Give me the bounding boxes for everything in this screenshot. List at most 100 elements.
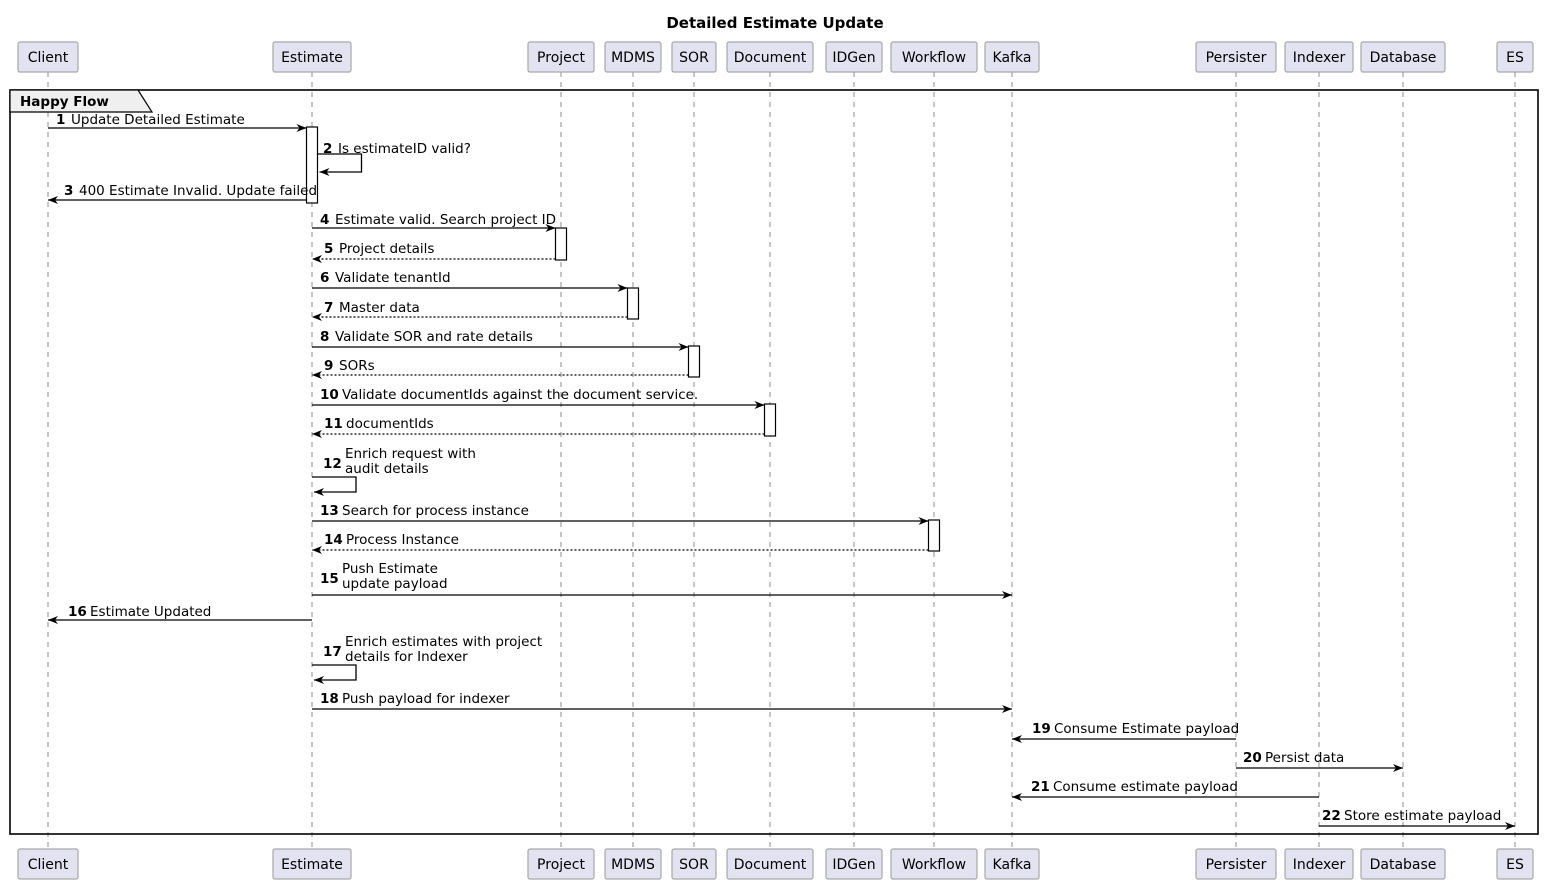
message-text: Process Instance <box>346 532 459 548</box>
message-number: 19 <box>1032 721 1051 737</box>
participant-footer-estimate[interactable]: Estimate <box>272 848 352 880</box>
participant-box[interactable] <box>1360 848 1446 880</box>
participant-box[interactable] <box>825 41 883 73</box>
participant-header-persister[interactable]: Persister <box>1195 41 1277 73</box>
message-arrow-17 <box>312 664 357 684</box>
participant-header-workflow[interactable]: Workflow <box>890 41 978 73</box>
participant-label: MDMS <box>611 857 655 873</box>
participant-footer-database[interactable]: Database <box>1360 848 1446 880</box>
message-number: 16 <box>68 604 87 620</box>
message-text: details for Indexer <box>345 649 468 665</box>
participant-box[interactable] <box>726 41 814 73</box>
participant-box[interactable] <box>1496 848 1534 880</box>
message-arrow-12 <box>312 476 357 496</box>
group-frame-layer: Happy Flow <box>9 89 1539 835</box>
participant-box[interactable] <box>604 848 662 880</box>
message-number: 4 <box>320 212 329 228</box>
message-text: Push payload for indexer <box>342 691 510 707</box>
participant-box[interactable] <box>527 848 595 880</box>
message-number: 1 <box>56 112 65 128</box>
participant-label: Database <box>1370 50 1437 66</box>
participant-label: SOR <box>679 50 709 66</box>
message-number: 21 <box>1031 779 1050 795</box>
message-number: 9 <box>324 358 333 374</box>
message-number: 18 <box>320 691 339 707</box>
participant-label: MDMS <box>611 50 655 66</box>
participant-header-es[interactable]: ES <box>1496 41 1534 73</box>
participant-box[interactable] <box>1195 848 1277 880</box>
participant-header-project[interactable]: Project <box>527 41 595 73</box>
participant-footer-document[interactable]: Document <box>726 848 814 880</box>
participant-footer-kafka[interactable]: Kafka <box>984 848 1040 880</box>
participant-header-indexer[interactable]: Indexer <box>1284 41 1354 73</box>
participant-box[interactable] <box>671 848 717 880</box>
participant-label: IDGen <box>832 857 875 873</box>
participant-footer-mdms[interactable]: MDMS <box>604 848 662 880</box>
participant-box[interactable] <box>825 848 883 880</box>
message-text: Master data <box>339 300 420 316</box>
participant-footers-layer: Client Estimate Project MDMS SOR Document IDGe… <box>17 848 1534 880</box>
participant-header-kafka[interactable]: Kafka <box>984 41 1040 73</box>
participant-box[interactable] <box>272 41 352 73</box>
participant-header-database[interactable]: Database <box>1360 41 1446 73</box>
participant-box[interactable] <box>671 41 717 73</box>
message-text: Store estimate payload <box>1344 808 1501 824</box>
participant-footer-indexer[interactable]: Indexer <box>1284 848 1354 880</box>
participant-label: Project <box>537 50 585 66</box>
participant-header-sor[interactable]: SOR <box>671 41 717 73</box>
participant-box[interactable] <box>984 848 1040 880</box>
participant-header-client[interactable]: Client <box>17 41 79 73</box>
message-text: Estimate valid. Search project ID <box>335 212 556 228</box>
participant-box[interactable] <box>527 41 595 73</box>
participant-box[interactable] <box>1496 41 1534 73</box>
activation-bar-mdms <box>626 287 640 320</box>
participant-footer-sor[interactable]: SOR <box>671 848 717 880</box>
participant-header-document[interactable]: Document <box>726 41 814 73</box>
participant-footer-workflow[interactable]: Workflow <box>890 848 978 880</box>
participant-label: Estimate <box>281 50 343 66</box>
participant-box[interactable] <box>890 41 978 73</box>
participant-footer-persister[interactable]: Persister <box>1195 848 1277 880</box>
participant-box[interactable] <box>1195 41 1277 73</box>
message-number: 12 <box>323 456 342 472</box>
participant-label: Persister <box>1206 50 1267 66</box>
participant-box[interactable] <box>17 848 79 880</box>
message-number: 14 <box>324 532 343 548</box>
message-text: Is estimateID valid? <box>338 141 471 157</box>
participant-box[interactable] <box>726 848 814 880</box>
participant-footer-idgen[interactable]: IDGen <box>825 848 883 880</box>
participant-box[interactable] <box>17 41 79 73</box>
participant-header-estimate[interactable]: Estimate <box>272 41 352 73</box>
message-arrow-2 <box>317 153 363 176</box>
participant-header-mdms[interactable]: MDMS <box>604 41 662 73</box>
participant-label: IDGen <box>832 50 875 66</box>
participant-box[interactable] <box>890 848 978 880</box>
participant-box[interactable] <box>984 41 1040 73</box>
participant-footer-project[interactable]: Project <box>527 848 595 880</box>
participant-label: Kafka <box>993 857 1032 873</box>
participant-label: Client <box>28 50 69 66</box>
participant-header-idgen[interactable]: IDGen <box>825 41 883 73</box>
participant-footer-client[interactable]: Client <box>17 848 79 880</box>
participant-box[interactable] <box>1284 41 1354 73</box>
participant-box[interactable] <box>1360 41 1446 73</box>
activation-bar-estimate <box>305 126 319 204</box>
participant-label: Workflow <box>902 857 966 873</box>
message-number: 7 <box>324 300 333 316</box>
participant-box[interactable] <box>1284 848 1354 880</box>
participant-box[interactable] <box>604 41 662 73</box>
message-text: Enrich estimates with project <box>345 634 542 650</box>
participant-box[interactable] <box>272 848 352 880</box>
message-text: Validate documentIds against the documen… <box>342 387 698 403</box>
participant-footer-es[interactable]: ES <box>1496 848 1534 880</box>
